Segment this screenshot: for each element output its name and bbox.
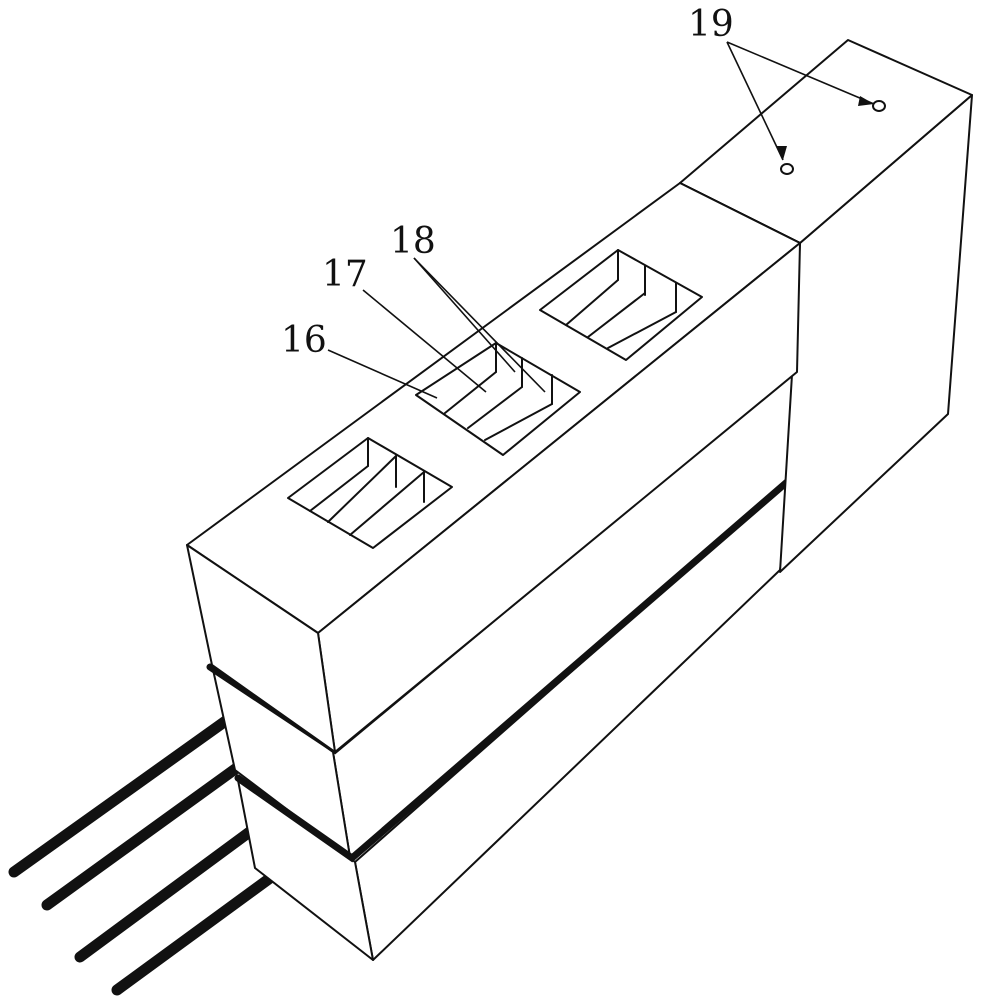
label-19: 19: [688, 4, 734, 45]
label-17: 17: [322, 254, 368, 295]
label-16: 16: [281, 320, 327, 361]
label-18: 18: [390, 221, 436, 262]
